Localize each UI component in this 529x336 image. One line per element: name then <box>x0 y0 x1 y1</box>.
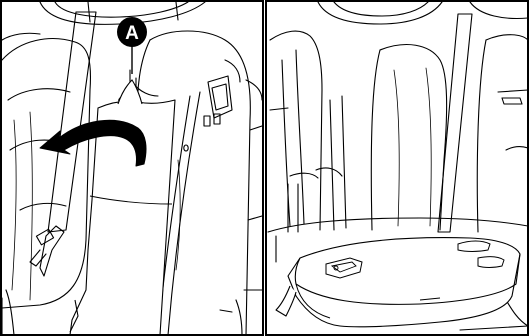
callout-label: A <box>125 23 139 44</box>
seat-belt-guide <box>208 76 232 118</box>
folded-cover-on-cushion <box>276 238 520 327</box>
right-seat-belt <box>438 14 472 232</box>
rear-seat-center <box>380 45 447 230</box>
protective-cover <box>70 80 175 335</box>
right-panel <box>268 2 528 330</box>
callout-a: A <box>117 17 147 74</box>
left-panel: A <box>2 2 262 335</box>
